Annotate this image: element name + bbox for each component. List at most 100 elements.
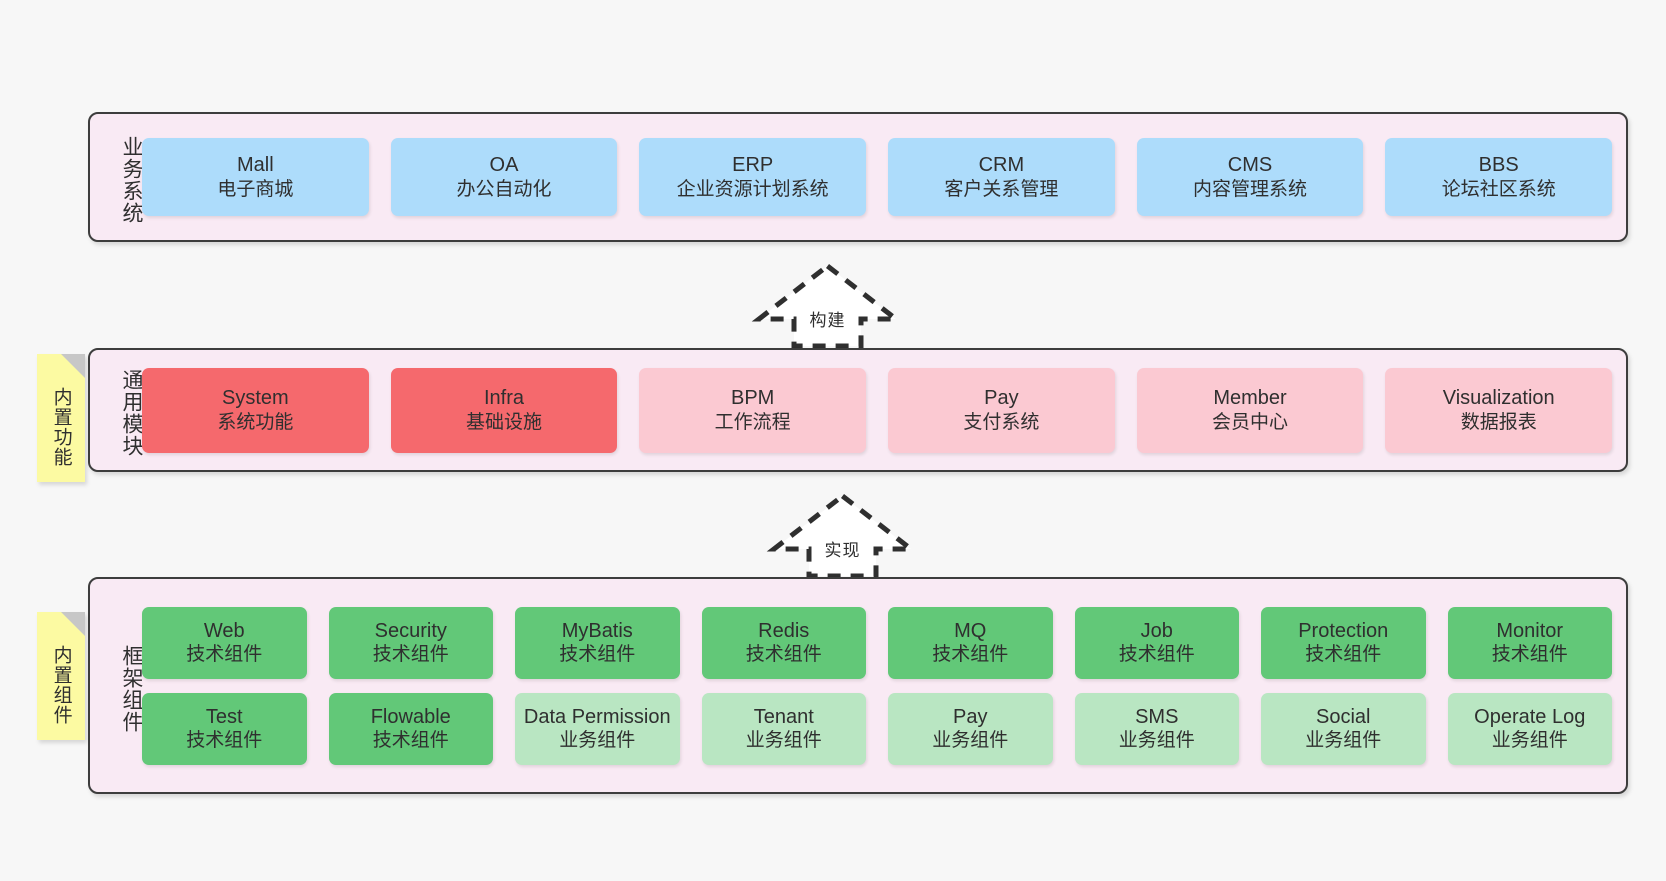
note-builtin-function: 内置功能 — [37, 354, 85, 482]
card-sms[interactable]: SMS 业务组件 — [1074, 692, 1239, 765]
card-title: Member — [1213, 387, 1287, 410]
card-subtitle: 业务组件 — [1118, 730, 1195, 752]
card-tenant[interactable]: Tenant 业务组件 — [701, 692, 866, 765]
card-system[interactable]: System 系统功能 — [142, 367, 369, 453]
card-mall[interactable]: Mall 电子商城 — [142, 138, 369, 216]
card-job[interactable]: Job 技术组件 — [1074, 606, 1239, 679]
card-bbs[interactable]: BBS 论坛社区系统 — [1385, 138, 1613, 216]
card-subtitle: 技术组件 — [745, 644, 822, 666]
card-subtitle: 技术组件 — [372, 644, 449, 666]
card-cms[interactable]: CMS 内容管理系统 — [1136, 138, 1364, 216]
card-subtitle: 会员中心 — [1212, 411, 1289, 433]
card-subtitle: 工作流程 — [714, 411, 791, 433]
card-title: CRM — [978, 154, 1025, 177]
card-subtitle: 业务组件 — [559, 730, 636, 752]
arrow-implement: 实现 — [766, 492, 919, 580]
card-web[interactable]: Web 技术组件 — [142, 606, 307, 679]
layer-common-modules: 通用模块 System 系统功能 Infra 基础设施 BPM 工作流程 Pay… — [88, 348, 1628, 472]
card-test[interactable]: Test 技术组件 — [142, 692, 307, 765]
card-member[interactable]: Member 会员中心 — [1136, 367, 1364, 453]
layer-body-common-modules: System 系统功能 Infra 基础设施 BPM 工作流程 Pay 支付系统… — [142, 350, 1626, 470]
card-title: Security — [374, 619, 447, 642]
card-social[interactable]: Social 业务组件 — [1261, 692, 1426, 765]
card-subtitle: 技术组件 — [186, 730, 263, 752]
card-subtitle: 业务组件 — [1305, 730, 1382, 752]
card-title: Flowable — [370, 705, 451, 728]
card-crm[interactable]: CRM 客户关系管理 — [888, 138, 1115, 216]
layer-body-framework-components: Web 技术组件 Security 技术组件 MyBatis 技术组件 Redi… — [142, 579, 1626, 792]
card-flowable[interactable]: Flowable 技术组件 — [328, 692, 493, 765]
card-subtitle: 业务组件 — [745, 730, 822, 752]
note-label: 内置组件 — [50, 645, 72, 725]
card-mybatis[interactable]: MyBatis 技术组件 — [515, 606, 680, 679]
card-title: MyBatis — [561, 619, 633, 642]
card-subtitle: 内容管理系统 — [1193, 178, 1308, 200]
arrow-implement-label: 实现 — [824, 541, 861, 560]
card-subtitle: 技术组件 — [559, 644, 636, 666]
card-title: Infra — [483, 387, 525, 410]
card-title: Data Permission — [523, 705, 671, 728]
card-row: Mall 电子商城 OA 办公自动化 ERP 企业资源计划系统 CRM 客户关系… — [142, 138, 1613, 216]
card-subtitle: 业务组件 — [932, 730, 1009, 752]
card-title: Tenant — [753, 705, 814, 728]
layer-title-framework-components: 框架组件 — [120, 644, 143, 733]
card-visualization[interactable]: Visualization 数据报表 — [1385, 367, 1613, 453]
layer-title-common-modules: 通用模块 — [120, 369, 143, 457]
card-title: Monitor — [1496, 619, 1564, 642]
card-title: Social — [1316, 705, 1371, 728]
card-subtitle: 办公自动化 — [456, 178, 552, 200]
card-pay-business[interactable]: Pay 业务组件 — [888, 692, 1053, 765]
card-row: Test 技术组件 Flowable 技术组件 Data Permission … — [142, 692, 1612, 765]
card-subtitle: 支付系统 — [963, 411, 1040, 433]
card-title: Pay — [953, 705, 988, 728]
card-title: Operate Log — [1474, 705, 1586, 728]
card-title: Visualization — [1442, 387, 1555, 410]
card-subtitle: 技术组件 — [372, 730, 449, 752]
card-title: CMS — [1227, 154, 1273, 177]
card-erp[interactable]: ERP 企业资源计划系统 — [639, 138, 867, 216]
card-security[interactable]: Security 技术组件 — [328, 606, 493, 679]
layer-framework-components: 框架组件 Web 技术组件 Security 技术组件 MyBatis 技术组件… — [88, 577, 1628, 794]
card-title: MQ — [954, 619, 987, 642]
card-bpm[interactable]: BPM 工作流程 — [639, 367, 867, 453]
card-mq[interactable]: MQ 技术组件 — [888, 606, 1053, 679]
card-subtitle: 基础设施 — [466, 411, 543, 433]
card-oa[interactable]: OA 办公自动化 — [390, 138, 618, 216]
note-label: 内置功能 — [50, 387, 72, 467]
card-subtitle: 业务组件 — [1491, 730, 1568, 752]
arrow-build: 构建 — [751, 262, 904, 350]
card-subtitle: 技术组件 — [1491, 644, 1568, 666]
card-subtitle: 系统功能 — [217, 411, 294, 433]
card-row: Web 技术组件 Security 技术组件 MyBatis 技术组件 Redi… — [142, 606, 1612, 679]
card-title: OA — [489, 154, 519, 177]
note-builtin-component: 内置组件 — [37, 612, 85, 740]
card-infra[interactable]: Infra 基础设施 — [390, 367, 618, 453]
card-subtitle: 技术组件 — [1305, 644, 1382, 666]
card-operate-log[interactable]: Operate Log 业务组件 — [1447, 692, 1612, 765]
card-subtitle: 技术组件 — [186, 644, 263, 666]
card-protection[interactable]: Protection 技术组件 — [1261, 606, 1426, 679]
card-redis[interactable]: Redis 技术组件 — [701, 606, 866, 679]
card-title: Redis — [758, 619, 810, 642]
card-title: Test — [205, 705, 243, 728]
card-title: BPM — [731, 387, 775, 410]
card-subtitle: 客户关系管理 — [944, 178, 1059, 200]
card-title: ERP — [732, 154, 774, 177]
layer-body-business-system: Mall 电子商城 OA 办公自动化 ERP 企业资源计划系统 CRM 客户关系… — [142, 114, 1626, 240]
card-subtitle: 技术组件 — [932, 644, 1009, 666]
card-title: SMS — [1135, 705, 1179, 728]
card-title: BBS — [1478, 154, 1519, 177]
card-subtitle: 电子商城 — [217, 178, 294, 200]
card-subtitle: 数据报表 — [1460, 411, 1537, 433]
card-title: Mall — [237, 154, 274, 177]
card-title: System — [221, 387, 289, 410]
card-data-permission[interactable]: Data Permission 业务组件 — [515, 692, 680, 765]
card-monitor[interactable]: Monitor 技术组件 — [1447, 606, 1612, 679]
layer-title-business-system: 业务系统 — [120, 136, 143, 224]
card-row: System 系统功能 Infra 基础设施 BPM 工作流程 Pay 支付系统… — [142, 367, 1613, 453]
card-subtitle: 论坛社区系统 — [1441, 178, 1556, 200]
card-title: Pay — [984, 387, 1019, 410]
card-title: Job — [1140, 619, 1173, 642]
card-pay[interactable]: Pay 支付系统 — [888, 367, 1115, 453]
